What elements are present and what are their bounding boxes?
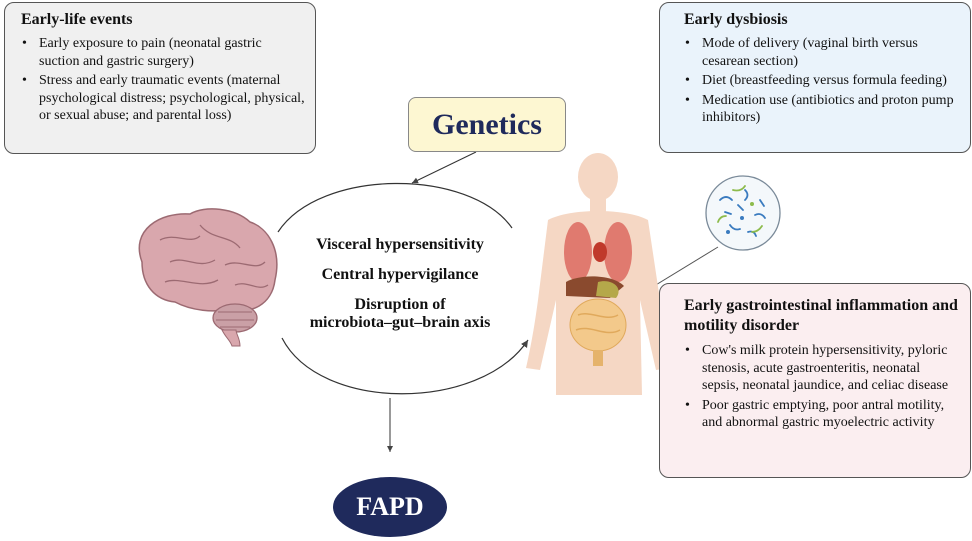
early-life-item: Stress and early traumatic events (mater… xyxy=(22,72,305,125)
center-mechanism-2: Central hypervigilance xyxy=(321,266,479,283)
early-dysbiosis-item: Mode of delivery (vaginal birth versus c… xyxy=(685,35,960,70)
early-gi-item: Poor gastric emptying, poor antral motil… xyxy=(685,397,960,432)
early-life-title: Early-life events xyxy=(21,11,133,28)
cycle-arc-top xyxy=(277,182,513,233)
early-gi-title: Early gastrointestinal inflammation and … xyxy=(684,297,958,334)
microbiota-icon xyxy=(705,175,781,251)
early-gi-box: Early gastrointestinal inflammation and … xyxy=(659,283,971,478)
early-dysbiosis-item: Medication use (antibiotics and proton p… xyxy=(685,92,960,127)
early-life-item: Early exposure to pain (neonatal gastric… xyxy=(22,35,305,70)
center-mechanism-3b: microbiota–gut–brain axis xyxy=(309,314,491,331)
fapd-label: FAPD xyxy=(356,492,424,521)
early-dysbiosis-title: Early dysbiosis xyxy=(684,11,788,28)
center-mechanism-3: Disruption of xyxy=(354,296,446,313)
center-mechanism-1: Visceral hypersensitivity xyxy=(316,236,484,253)
cycle-arc-bottom xyxy=(281,337,529,395)
genetics-label: Genetics xyxy=(432,107,542,141)
human-body-icon xyxy=(526,153,670,395)
brain-icon xyxy=(138,208,278,347)
early-dysbiosis-item: Diet (breastfeeding versus formula feedi… xyxy=(685,72,960,90)
fapd-outcome: FAPD xyxy=(333,477,447,537)
early-gi-item: Cow's milk protein hypersensitivity, pyl… xyxy=(685,342,960,395)
early-dysbiosis-box: Early dysbiosis Mode of delivery (vagina… xyxy=(659,2,971,153)
genetics-arrow xyxy=(411,151,477,184)
early-life-events-box: Early-life events Early exposure to pain… xyxy=(4,2,316,154)
genetics-box: Genetics xyxy=(408,97,566,152)
